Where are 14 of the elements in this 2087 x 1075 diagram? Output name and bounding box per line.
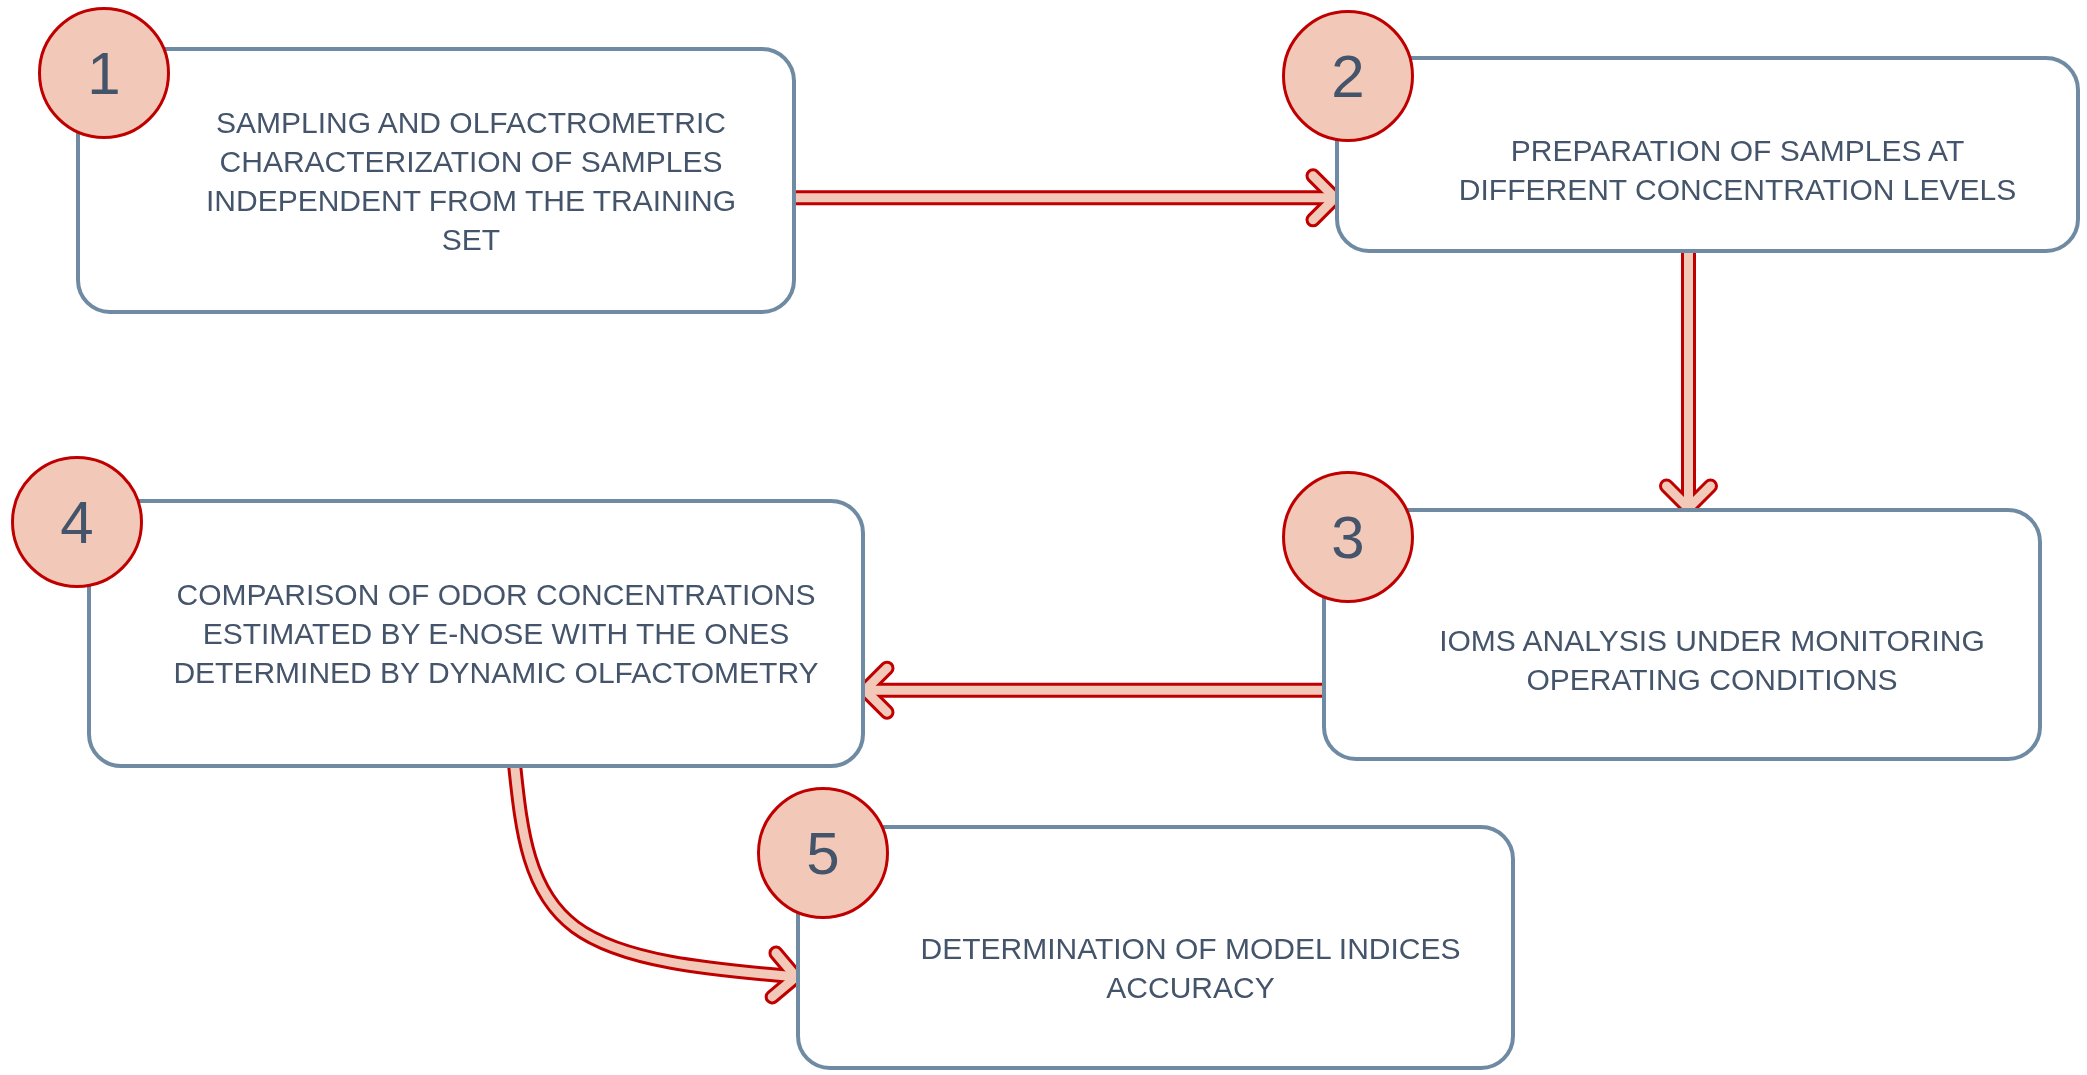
step-text: PREPARATION OF SAMPLES AT DIFFERENT CONCENTRATION LEVELS — [1457, 132, 2018, 208]
process-box — [1322, 508, 2042, 761]
step-text: COMPARISON OF ODOR CONCENTRATIONS ESTIMATED BY E-NOSE WITH THE ONES DETERMINED BY DYNAMIC OLFACTOMETRY — [172, 577, 820, 691]
process-box — [796, 825, 1515, 1070]
step-number: 1 — [87, 38, 121, 108]
step-number: 4 — [60, 487, 94, 557]
step-number: 2 — [1331, 41, 1365, 111]
step-number: 5 — [806, 818, 840, 888]
process-box — [1335, 56, 2080, 253]
step-text: IOMS ANALYSIS UNDER MONITORING OPERATING CONDITIONS — [1438, 622, 1986, 698]
process-box — [76, 47, 796, 314]
step-text: DETERMINATION OF MODEL INDICES ACCURACY — [919, 930, 1462, 1006]
step-text: SAMPLING AND OLFACTROMETRIC CHARACTERIZATION OF SAMPLES INDEPENDENT FROM THE TRAINING SET — [204, 104, 738, 258]
step-number: 3 — [1331, 502, 1365, 572]
